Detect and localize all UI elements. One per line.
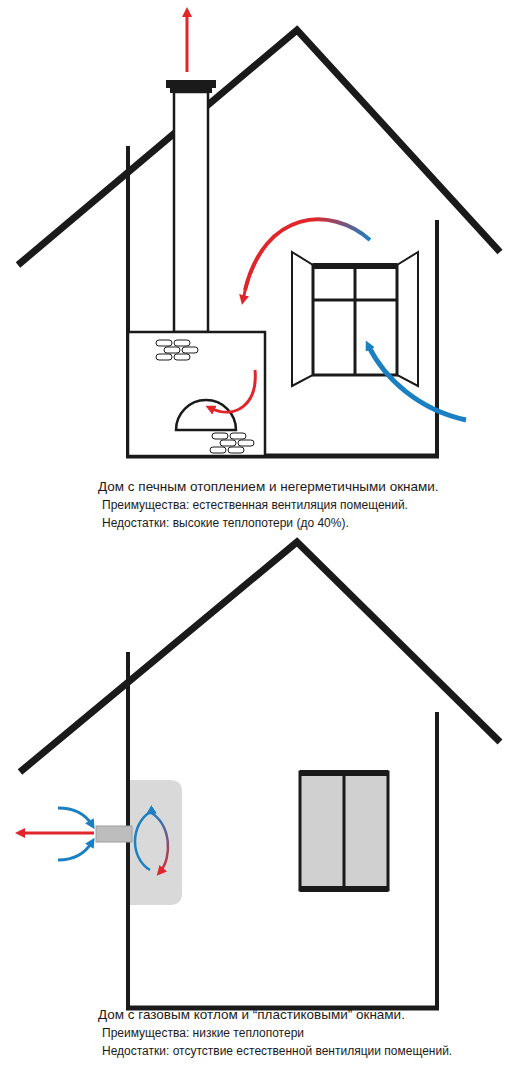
caption-note: Преимущества: естественная вентиляция по… — [102, 498, 408, 512]
caption-heading: Дом с печным отоплением и негерметичными… — [98, 479, 439, 495]
caption-note: Недостатки: отсутствие естественной вент… — [102, 1044, 452, 1058]
caption-note: Недостатки: высокие теплопотери (до 40%)… — [102, 516, 349, 530]
caption-note: Преимущества: низкие теплопотери — [102, 1026, 304, 1040]
gas-house — [20, 542, 500, 1010]
caption-heading: Дом с газовым котлом и “пластиковыми” ок… — [98, 1007, 405, 1023]
stove-house — [18, 12, 500, 458]
